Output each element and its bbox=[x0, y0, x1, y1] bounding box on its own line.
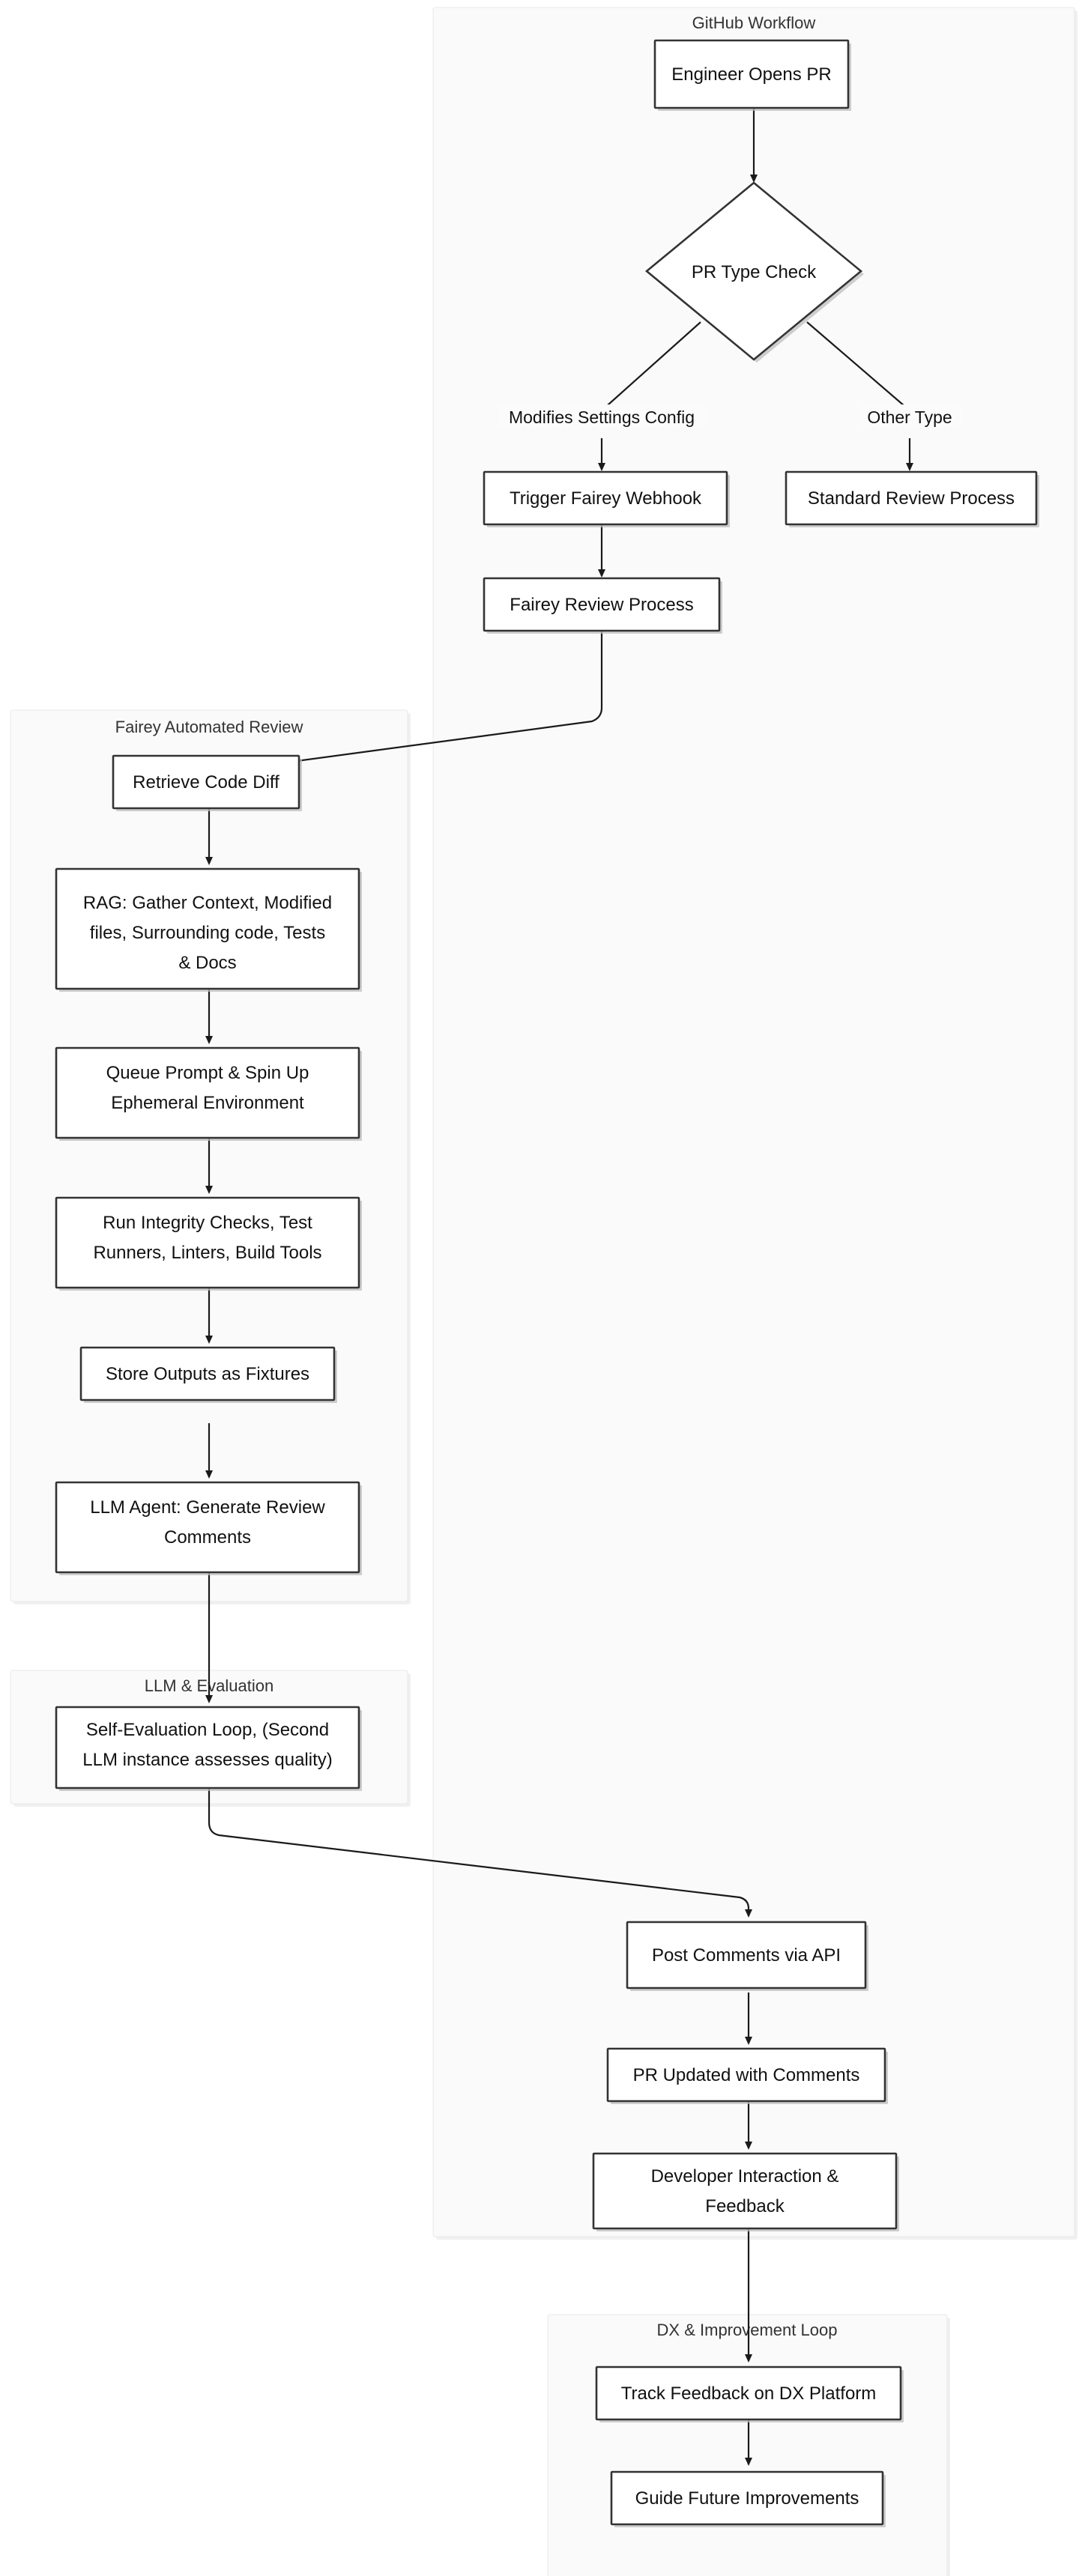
node-label-track-feedback-on-dx-platform: Track Feedback on DX Platform bbox=[621, 2383, 877, 2404]
node-label-rag-line2: files, Surrounding code, Tests bbox=[90, 923, 325, 943]
node-post-comments-via-api[interactable]: Post Comments via API bbox=[626, 1921, 868, 1991]
cluster-github-workflow: GitHub Workflow bbox=[432, 7, 1078, 2240]
cluster-title-dx-improvement-loop: DX & Improvement Loop bbox=[657, 2321, 838, 2339]
node-engineer-opens-pr[interactable]: Engineer Opens PR bbox=[653, 39, 851, 111]
node-label-dev-interaction-line1: Developer Interaction & bbox=[651, 2166, 839, 2186]
node-llm-agent-generate-review-comments[interactable]: LLM Agent: Generate Review Comments bbox=[55, 1481, 362, 1575]
node-label-llm-agent-line1: LLM Agent: Generate Review bbox=[90, 1497, 325, 1518]
node-label-post-comments-via-api: Post Comments via API bbox=[652, 1945, 841, 1966]
node-label-queue-line1: Queue Prompt & Spin Up bbox=[106, 1063, 309, 1083]
node-standard-review-process[interactable]: Standard Review Process bbox=[785, 470, 1039, 527]
node-trigger-fairey-webhook[interactable]: Trigger Fairey Webhook bbox=[483, 470, 730, 527]
node-guide-future-improvements[interactable]: Guide Future Improvements bbox=[610, 2470, 886, 2527]
node-label-guide-future-improvements: Guide Future Improvements bbox=[635, 2488, 859, 2509]
node-rag-gather-context[interactable]: RAG: Gather Context, Modified files, Sur… bbox=[55, 867, 362, 992]
node-track-feedback-on-dx-platform[interactable]: Track Feedback on DX Platform bbox=[595, 2366, 904, 2422]
cluster-fairey-automated-review: Fairey Automated Review bbox=[10, 709, 411, 1604]
node-pr-updated-with-comments[interactable]: PR Updated with Comments bbox=[606, 2047, 888, 2104]
node-label-pr-type-check: PR Type Check bbox=[692, 262, 817, 282]
node-label-fairey-review-process: Fairey Review Process bbox=[510, 595, 693, 615]
edge-prtype-to-trigger: Modifies Settings Config bbox=[498, 321, 707, 471]
node-label-dev-interaction-line2: Feedback bbox=[705, 2196, 785, 2216]
node-run-integrity-checks[interactable]: Run Integrity Checks, Test Runners, Lint… bbox=[55, 1196, 362, 1291]
edge-label-modifies-settings-config: Modifies Settings Config bbox=[509, 407, 695, 427]
node-label-integrity-line1: Run Integrity Checks, Test bbox=[103, 1213, 312, 1233]
node-label-standard-review-process: Standard Review Process bbox=[808, 488, 1015, 509]
edge-prtype-to-standard: Other Type bbox=[806, 321, 962, 471]
node-developer-interaction-feedback[interactable]: Developer Interaction & Feedback bbox=[592, 2152, 899, 2231]
node-label-self-eval-line2: LLM instance assesses quality) bbox=[82, 1750, 333, 1770]
node-retrieve-code-diff[interactable]: Retrieve Code Diff bbox=[112, 754, 302, 811]
node-label-pr-updated-with-comments: PR Updated with Comments bbox=[633, 2065, 860, 2085]
node-label-engineer-opens-pr: Engineer Opens PR bbox=[671, 64, 831, 85]
cluster-title-fairey-automated-review: Fairey Automated Review bbox=[115, 718, 303, 736]
node-label-rag-line1: RAG: Gather Context, Modified bbox=[83, 893, 332, 913]
node-fairey-review-process[interactable]: Fairey Review Process bbox=[483, 577, 722, 634]
node-store-outputs-as-fixtures[interactable]: Store Outputs as Fixtures bbox=[79, 1346, 337, 1403]
node-label-llm-agent-line2: Comments bbox=[164, 1527, 251, 1548]
node-label-store-outputs-as-fixtures: Store Outputs as Fixtures bbox=[106, 1364, 309, 1384]
node-label-integrity-line2: Runners, Linters, Build Tools bbox=[93, 1243, 321, 1263]
node-self-evaluation-loop[interactable]: Self-Evaluation Loop, (Second LLM instan… bbox=[55, 1706, 362, 1791]
cluster-title-github-workflow: GitHub Workflow bbox=[692, 13, 816, 32]
edge-selfeval-to-postcomments bbox=[208, 1787, 752, 1918]
edge-faireyreview-to-retrievediff bbox=[234, 631, 603, 772]
node-label-rag-line3: & Docs bbox=[178, 953, 236, 973]
node-label-queue-line2: Ephemeral Environment bbox=[111, 1093, 304, 1113]
edge-label-other-type: Other Type bbox=[867, 407, 952, 427]
node-queue-prompt-spin-up[interactable]: Queue Prompt & Spin Up Ephemeral Environ… bbox=[55, 1046, 362, 1141]
node-label-trigger-fairey-webhook: Trigger Fairey Webhook bbox=[510, 488, 702, 509]
node-pr-type-check[interactable]: PR Type Check bbox=[644, 181, 864, 363]
node-label-retrieve-code-diff: Retrieve Code Diff bbox=[133, 772, 279, 793]
node-label-self-eval-line1: Self-Evaluation Loop, (Second bbox=[86, 1720, 329, 1740]
